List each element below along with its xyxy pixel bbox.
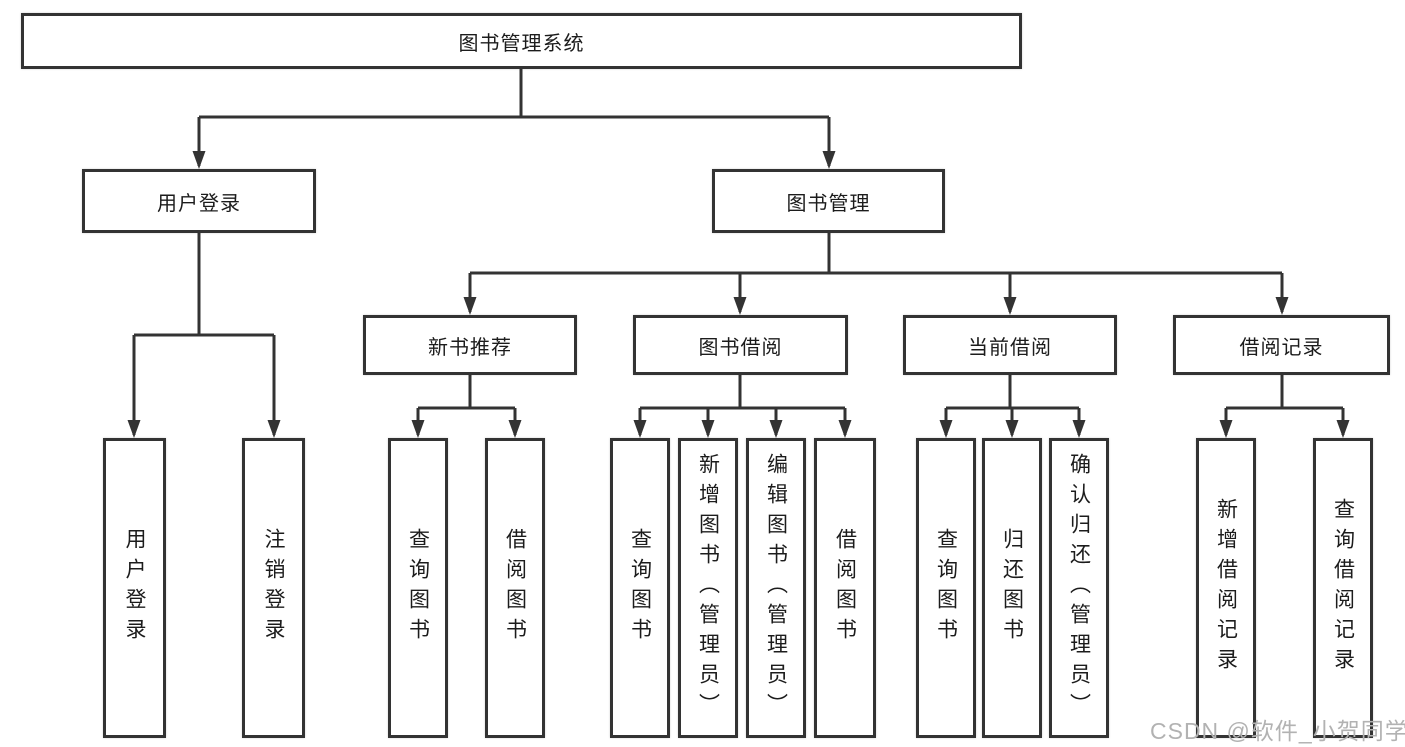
leaf-add-borrow-record: 新增借阅记录	[1196, 438, 1256, 738]
node-new-book-recommend: 新书推荐	[363, 315, 577, 375]
leaf-confirm-return-admin: 确认归还（管理员）	[1049, 438, 1109, 738]
leaf-borrow-book-1: 借阅图书	[485, 438, 545, 738]
leaf-query-borrow-record: 查询借阅记录	[1313, 438, 1373, 738]
leaf-return-book: 归还图书	[982, 438, 1042, 738]
node-root-library-system: 图书管理系统	[21, 13, 1022, 69]
leaf-logout: 注销登录	[242, 438, 305, 738]
leaf-edit-book-admin: 编辑图书（管理员）	[746, 438, 806, 738]
node-user-login: 用户登录	[82, 169, 316, 233]
leaf-user-login: 用户登录	[103, 438, 166, 738]
leaf-query-book-3: 查询图书	[916, 438, 976, 738]
csdn-watermark: CSDN @软件_小贺同学	[1150, 718, 1405, 744]
leaf-query-book-1: 查询图书	[388, 438, 448, 738]
leaf-borrow-book-2: 借阅图书	[814, 438, 876, 738]
node-borrow-records: 借阅记录	[1173, 315, 1390, 375]
leaf-query-book-2: 查询图书	[610, 438, 670, 738]
leaf-add-book-admin: 新增图书（管理员）	[678, 438, 738, 738]
node-current-borrow: 当前借阅	[903, 315, 1117, 375]
node-book-management: 图书管理	[712, 169, 945, 233]
node-book-borrow: 图书借阅	[633, 315, 848, 375]
